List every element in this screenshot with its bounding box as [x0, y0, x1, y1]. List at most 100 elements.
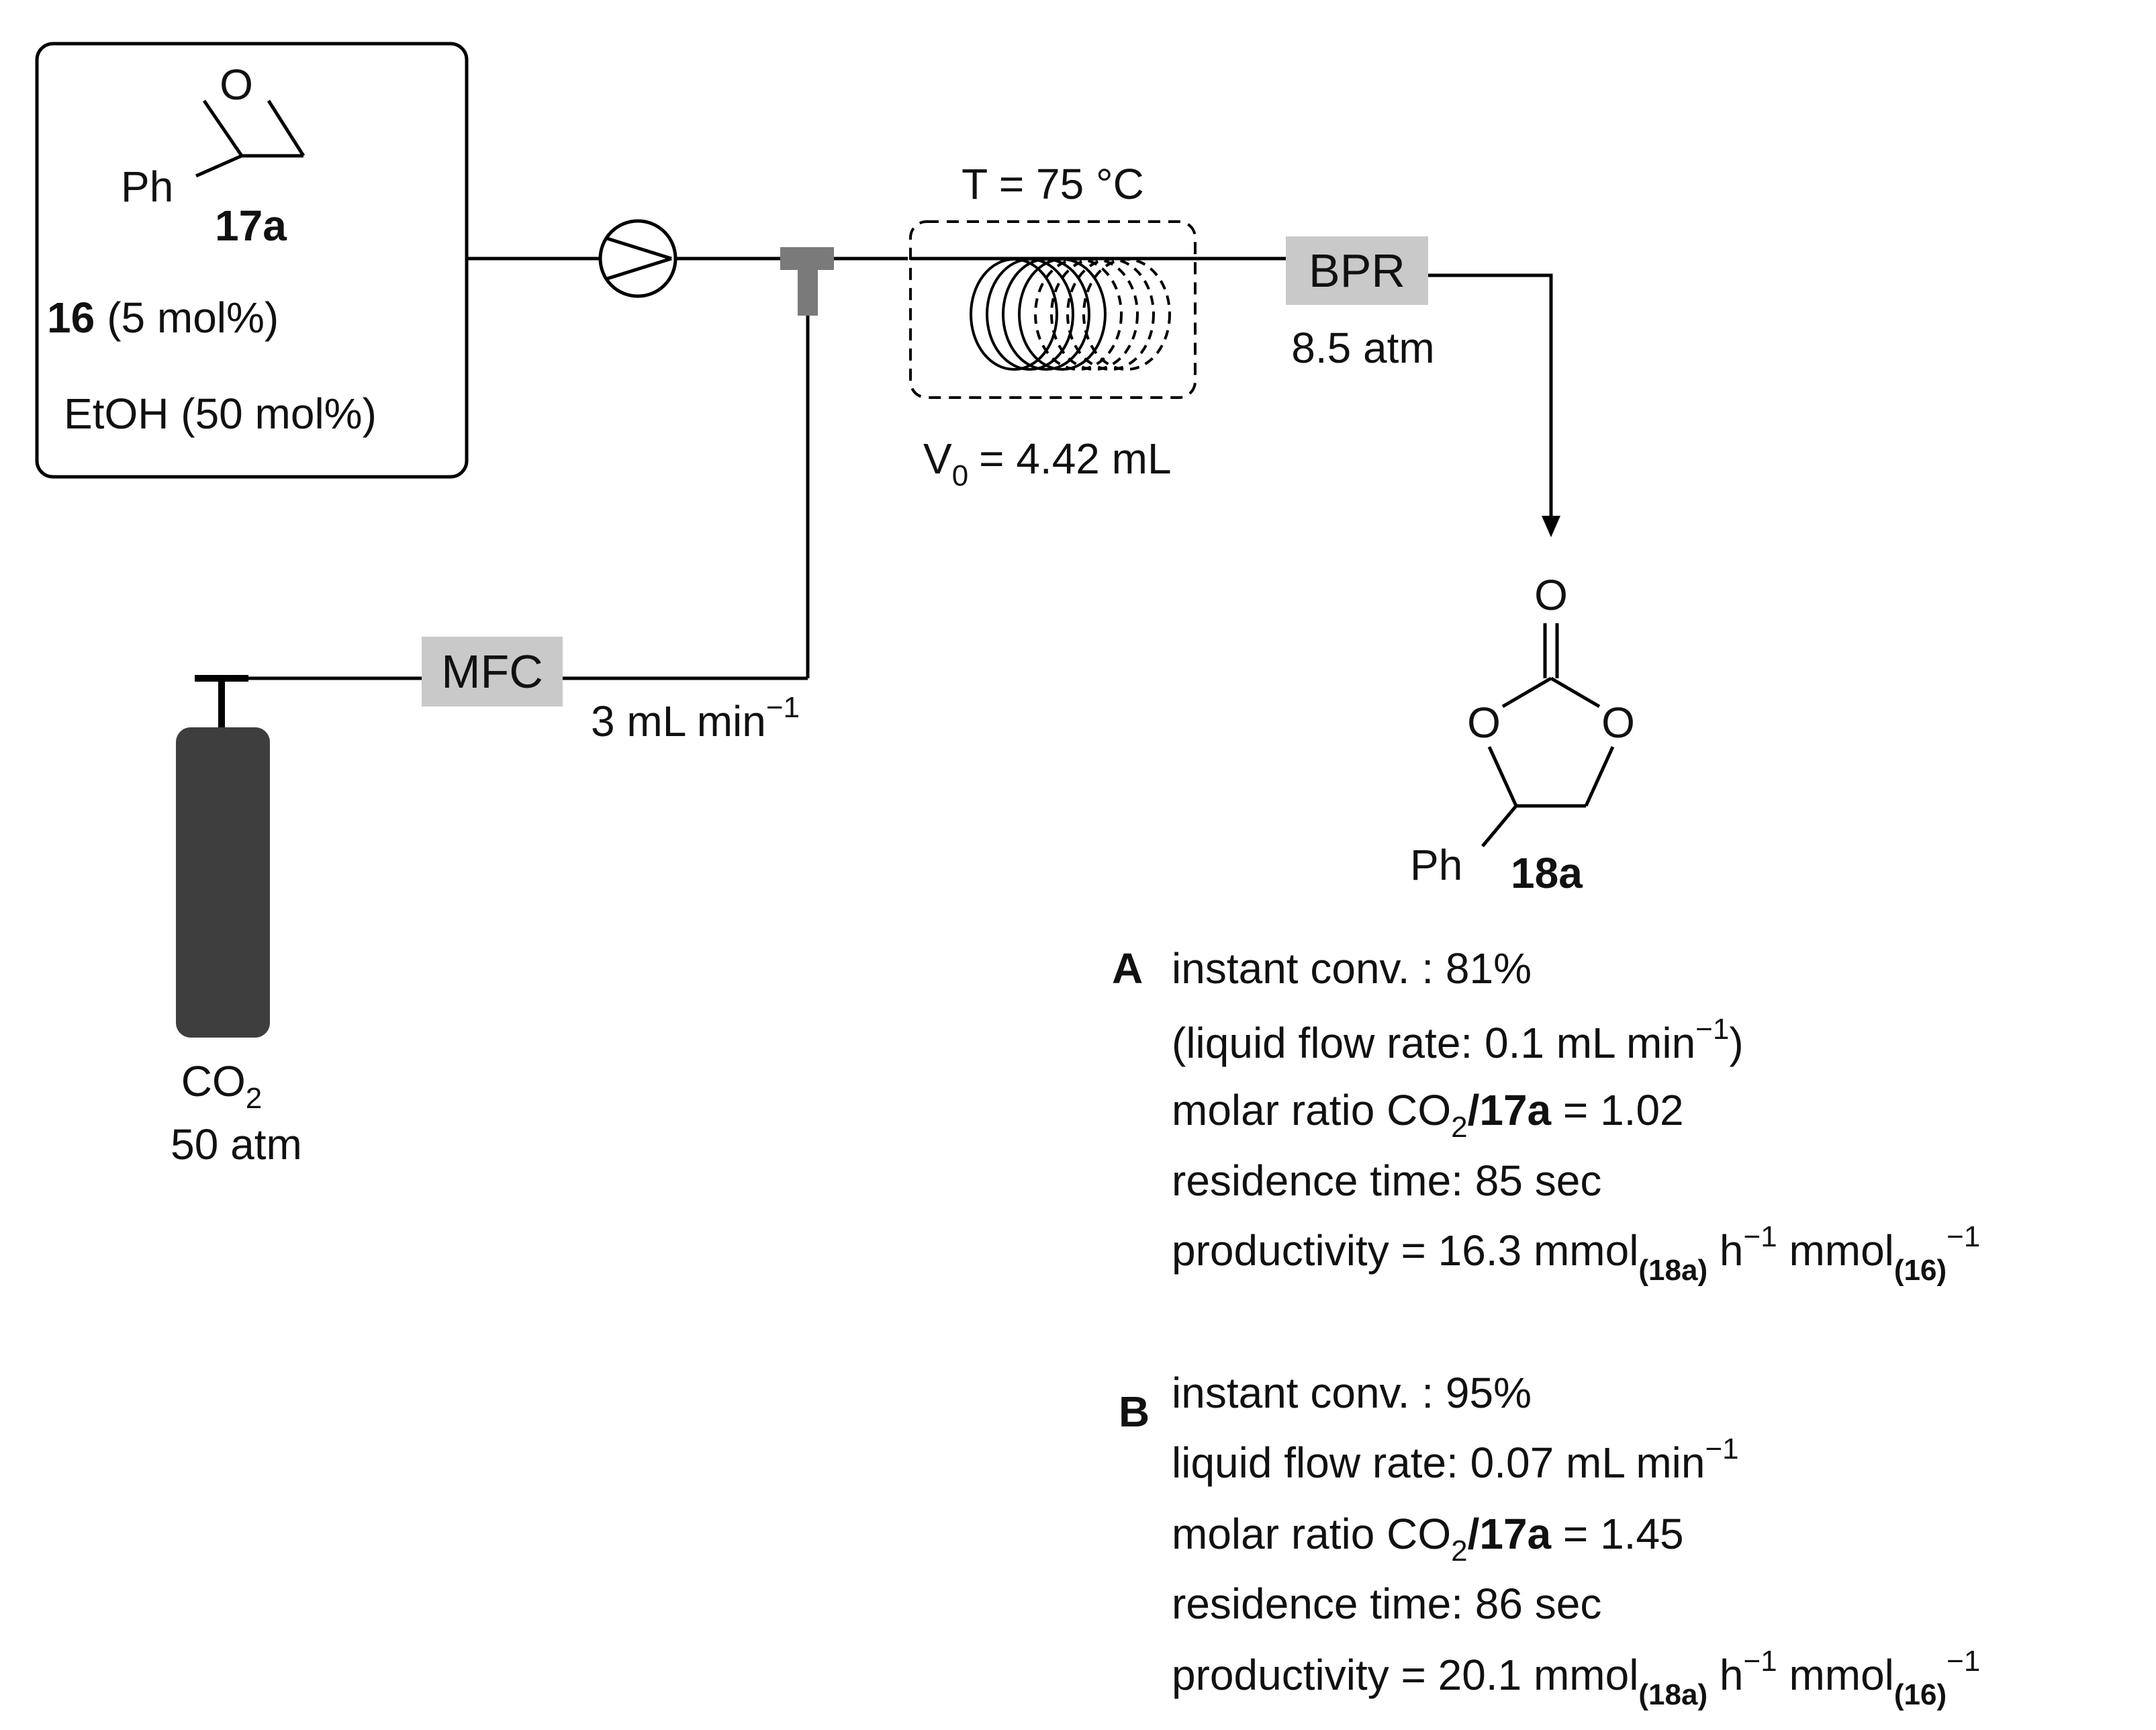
co2-cylinder-icon: [176, 675, 270, 1038]
condition-a-molar-ratio: molar ratio CO2/17a = 1.02: [1172, 1086, 1684, 1144]
condition-b-ratio-subscript: 2: [1451, 1535, 1467, 1567]
back-pressure-regulator: BPR: [1286, 236, 1428, 305]
condition-a-flow-value: (liquid flow rate: 0.1 mL min: [1172, 1019, 1695, 1067]
reactor-coil: [909, 220, 1197, 399]
epoxide-bond-right: [267, 99, 306, 157]
condition-b-flow-value: liquid flow rate: 0.07 mL min: [1172, 1439, 1705, 1487]
catalyst-line: 16(5 mol%): [47, 293, 279, 342]
condition-b-ratio-value: = 1.45: [1551, 1510, 1684, 1558]
line-bpr-to-product: [1428, 273, 1553, 516]
condition-b-prod-mmol-exp: −1: [1947, 1645, 1980, 1678]
condition-b-flow-rate: liquid flow rate: 0.07 mL min−1: [1172, 1432, 1739, 1487]
ring-bond-o-ch2: [1584, 745, 1615, 807]
condition-b-prod-hour: h: [1707, 1651, 1743, 1699]
condition-a-prod-hour: h: [1707, 1226, 1743, 1275]
condition-b-productivity: productivity = 20.1 mmol(18a) h−1 mmol(1…: [1172, 1645, 1980, 1711]
condition-b-prod-prefix: productivity = 20.1 mmol: [1172, 1651, 1638, 1699]
cylinder-gas: CO: [181, 1057, 246, 1105]
coil-loop-7: [1066, 258, 1155, 371]
cylinder-gas-label: CO2: [181, 1057, 262, 1115]
condition-b-prod-sub-16: (16): [1894, 1678, 1947, 1711]
epoxide-phenyl-label: Ph: [121, 163, 173, 211]
ring-oxygen-left-label: O: [1467, 698, 1501, 747]
phenyl-bond: [195, 154, 243, 178]
condition-b-ratio-prefix: molar ratio CO: [1172, 1510, 1451, 1558]
condition-b-prod-mmol: mmol: [1777, 1651, 1894, 1699]
condition-b-flow-exponent: −1: [1705, 1432, 1738, 1465]
condition-a-conversion: instant conv. : 81%: [1172, 944, 1532, 993]
condition-b-letter: B: [1119, 1387, 1150, 1436]
condition-a-prod-mmol-exp: −1: [1947, 1220, 1980, 1253]
co2-flow-rate-value: 3 mL min: [591, 697, 766, 745]
reagent-box-frame: [35, 42, 469, 479]
condition-a-residence-time: residence time: 85 sec: [1172, 1156, 1601, 1205]
coil-loop-3: [1002, 258, 1090, 371]
results-condition-b: B instant conv. : 95% liquid flow rate: …: [1119, 1369, 1980, 1711]
coil-loop-1: [970, 258, 1058, 371]
condition-a-prod-hour-exp: −1: [1744, 1220, 1777, 1253]
condition-a-ratio-value: = 1.02: [1551, 1086, 1684, 1134]
ring-bond-o-ch: [1487, 745, 1518, 807]
condition-a-ratio-prefix: molar ratio CO: [1172, 1086, 1451, 1134]
bpr-label: BPR: [1309, 244, 1405, 297]
condition-b-conversion: instant conv. : 95%: [1172, 1369, 1532, 1417]
ring-bond-c-o-left: [1501, 676, 1552, 709]
catalyst-amount: (5 mol%): [107, 293, 279, 342]
reactor-volume-value: = 4.42 mL: [979, 435, 1171, 483]
condition-a-prod-prefix: productivity = 16.3 mmol: [1172, 1226, 1638, 1275]
reactor-volume: V0 = 4.42 mL: [923, 435, 1172, 492]
t-mixer-icon: [780, 247, 834, 316]
condition-a-letter: A: [1112, 944, 1143, 993]
condition-a-prod-mmol: mmol: [1777, 1226, 1894, 1275]
condition-a-flow-exponent: −1: [1695, 1013, 1729, 1046]
arrow-down-icon: [1542, 516, 1560, 537]
condition-b-ratio-compound: 17a: [1479, 1510, 1551, 1558]
reagent-box: O Ph 17a 16(5 mol%) EtOH (50 mol%): [35, 42, 469, 479]
co2-flow-rate-exponent: −1: [766, 691, 800, 724]
condition-b-residence-time: residence time: 86 sec: [1172, 1580, 1601, 1628]
condition-a-productivity: productivity = 16.3 mmol(18a) h−1 mmol(1…: [1172, 1220, 1980, 1287]
compound-17a-label: 17a: [215, 201, 287, 250]
compound-18a-label: 18a: [1511, 849, 1583, 897]
coil-loop-5: [1034, 258, 1123, 371]
epoxide-oxygen-label: O: [220, 60, 253, 109]
catalyst-id: 16: [47, 293, 95, 342]
product-structure: O O O Ph: [1410, 571, 1635, 889]
bpr-box: [1286, 236, 1428, 305]
pump-icon: [598, 219, 677, 298]
styrene-oxide-structure: O Ph: [121, 60, 306, 211]
condition-b-ratio-slash: /: [1468, 1510, 1480, 1558]
results-condition-a: A instant conv. : 81% (liquid flow rate:…: [1112, 944, 1980, 1287]
mfc-label: MFC: [441, 645, 543, 698]
condition-a-flow-rate: (liquid flow rate: 0.1 mL min−1): [1172, 1013, 1744, 1067]
product-phenyl-bond: [1481, 805, 1517, 848]
coil-loop-8: [1082, 258, 1171, 371]
mass-flow-controller: MFC: [422, 637, 563, 707]
ring-bond-c-o-right: [1550, 676, 1601, 709]
mfc-box: [422, 637, 563, 707]
bpr-pressure: 8.5 atm: [1291, 324, 1434, 372]
product-phenyl-label: Ph: [1410, 841, 1462, 889]
cylinder-pressure: 50 atm: [171, 1120, 302, 1169]
reactor-volume-symbol: V: [923, 435, 952, 483]
carbonyl-oxygen-label: O: [1534, 571, 1568, 619]
ring-oxygen-right-label: O: [1601, 698, 1635, 747]
co2-flow-rate: 3 mL min−1: [591, 691, 800, 745]
coil-loop-4: [1018, 258, 1107, 371]
condition-b-prod-sub-18a: (18a): [1638, 1678, 1707, 1711]
coil-loop-2: [986, 258, 1074, 371]
condition-a-prod-sub-16: (16): [1894, 1254, 1947, 1287]
condition-a-flow-close: ): [1729, 1019, 1743, 1067]
condition-a-ratio-compound: 17a: [1479, 1086, 1551, 1134]
reactor-volume-subscript: 0: [952, 459, 968, 492]
condition-b-prod-hour-exp: −1: [1744, 1645, 1777, 1678]
reactor-heating-zone: [909, 220, 1197, 399]
condition-a-prod-sub-18a: (18a): [1638, 1254, 1707, 1287]
condition-b-molar-ratio: molar ratio CO2/17a = 1.45: [1172, 1510, 1684, 1567]
condition-a-ratio-slash: /: [1468, 1086, 1480, 1134]
reactor-temperature: T = 75 °C: [962, 160, 1144, 208]
cylinder-gas-subscript: 2: [246, 1082, 262, 1115]
coil-loop-6: [1050, 258, 1139, 371]
